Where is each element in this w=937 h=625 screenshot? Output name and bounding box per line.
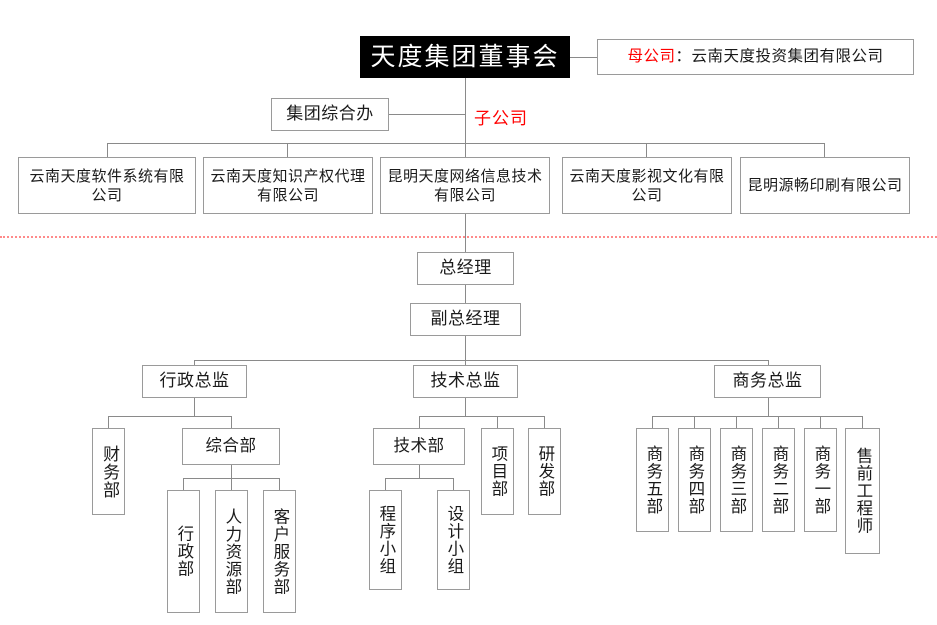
box-general-manager[interactable]: 总经理 [417, 252, 514, 285]
connector-group-office-to-spine [389, 114, 465, 115]
box-group-office[interactable]: 集团综合办 [271, 98, 389, 131]
section-divider [0, 236, 937, 238]
connector-general-dept-down [231, 465, 232, 478]
connector-drop-hr-dept [231, 478, 232, 490]
box-business-unit-3[interactable]: 商务三部 [720, 428, 753, 532]
box-board-of-directors[interactable]: 天度集团董事会 [360, 36, 570, 78]
box-finance-dept[interactable]: 财务部 [92, 428, 125, 515]
box-program-team[interactable]: 程序小组 [369, 490, 402, 590]
connector-drop-design-team [453, 478, 454, 490]
connector-root-spine [465, 78, 466, 143]
box-subsidiary-2[interactable]: 云南天度知识产权代理有限公司 [203, 157, 373, 214]
box-director-admin[interactable]: 行政总监 [142, 365, 247, 398]
box-admin-dept[interactable]: 行政部 [167, 490, 200, 613]
connector-drop-business-unit-3 [736, 416, 737, 428]
connector-admin-bus [108, 416, 232, 417]
connector-director-bus [194, 360, 768, 361]
box-business-unit-5[interactable]: 商务五部 [636, 428, 669, 532]
box-presales-engineer[interactable]: 售前工程师 [845, 428, 880, 554]
connector-business-director-down [768, 398, 769, 416]
connector-drop-finance [108, 416, 109, 428]
box-general-dept[interactable]: 综合部 [182, 428, 280, 465]
box-subsidiary-4[interactable]: 云南天度影视文化有限公司 [562, 157, 732, 214]
connector-drop-subsidiary-2 [287, 143, 288, 157]
box-tech-dept[interactable]: 技术部 [373, 428, 465, 465]
box-hr-dept[interactable]: 人力资源部 [215, 490, 248, 613]
box-business-unit-4[interactable]: 商务四部 [678, 428, 711, 532]
connector-business-bus [652, 416, 862, 417]
box-subsidiary-5[interactable]: 昆明源畅印刷有限公司 [740, 157, 910, 214]
connector-drop-subsidiary-5 [824, 143, 825, 157]
parent-company-separator: ： [675, 47, 692, 66]
connector-drop-general-dept [231, 416, 232, 428]
label-subsidiary-group: 子公司 [474, 109, 528, 129]
connector-drop-rd-dept [544, 416, 545, 428]
box-customer-service-dept[interactable]: 客户服务部 [263, 490, 296, 613]
box-project-dept[interactable]: 项目部 [481, 428, 514, 515]
connector-drop-customer-service-dept [279, 478, 280, 490]
box-subsidiary-1[interactable]: 云南天度软件系统有限公司 [18, 157, 196, 214]
box-rd-dept[interactable]: 研发部 [528, 428, 561, 515]
connector-drop-business-unit-1 [652, 416, 653, 428]
connector-drop-program-team [385, 478, 386, 490]
box-subsidiary-3[interactable]: 昆明天度网络信息技术有限公司 [380, 157, 550, 214]
box-director-business[interactable]: 商务总监 [714, 365, 821, 398]
parent-company-name: 云南天度投资集团有限公司 [691, 47, 884, 66]
box-business-unit-2[interactable]: 商务二部 [762, 428, 795, 532]
connector-tech-bus [419, 416, 544, 417]
parent-company-tag: 母公司 [627, 47, 676, 66]
connector-drop-business-unit-5 [820, 416, 821, 428]
box-deputy-general-manager[interactable]: 副总经理 [410, 303, 521, 336]
box-business-unit-1[interactable]: 商务一部 [804, 428, 837, 532]
connector-drop-presales-engineer [862, 416, 863, 428]
connector-drop-admin-dept [183, 478, 184, 490]
connector-tech-dept-bus [385, 478, 453, 479]
connector-root-to-parent-note [570, 57, 597, 58]
connector-tech-dept-down [419, 465, 420, 478]
connector-drop-business-unit-4 [778, 416, 779, 428]
connector-tech-director-down [465, 398, 466, 416]
connector-admin-director-down [194, 398, 195, 416]
connector-divider-spine [465, 214, 466, 252]
connector-dgm-to-director-bus [465, 336, 466, 360]
connector-drop-subsidiary-4 [646, 143, 647, 157]
connector-gm-to-dgm [465, 285, 466, 303]
connector-drop-subsidiary-1 [107, 143, 108, 157]
connector-drop-business-unit-2 [694, 416, 695, 428]
connector-drop-project-dept [497, 416, 498, 428]
connector-drop-subsidiary-3 [465, 143, 466, 157]
box-parent-company: 母公司：云南天度投资集团有限公司 [597, 39, 914, 75]
box-director-tech[interactable]: 技术总监 [413, 365, 518, 398]
box-design-team[interactable]: 设计小组 [437, 490, 470, 590]
connector-drop-tech-dept [419, 416, 420, 428]
